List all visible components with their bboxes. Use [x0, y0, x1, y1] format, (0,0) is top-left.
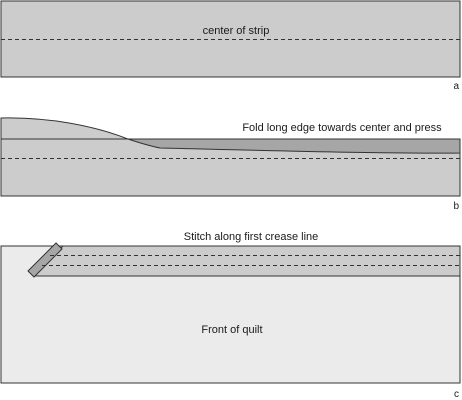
- panel-letter-a: a: [453, 81, 459, 92]
- fabric-strip: [0, 0, 461, 78]
- fold-instruction-label: Fold long edge towards center and press: [242, 122, 442, 134]
- binding-strip: [32, 245, 461, 277]
- panel-letter-c: c: [454, 389, 459, 400]
- panel-a: center of strip a: [0, 0, 461, 92]
- front-of-quilt-label: Front of quilt: [201, 324, 262, 336]
- panel-c: Stitch along first crease line Front of …: [0, 231, 461, 400]
- stitch-instruction-label: Stitch along first crease line: [184, 231, 319, 243]
- panel-b: Fold long edge towards center and press …: [0, 117, 461, 212]
- folded-flap: [127, 138, 461, 154]
- mitered-end: [27, 242, 63, 278]
- unfolded-flap: [0, 117, 129, 140]
- panel-letter-b: b: [453, 201, 459, 212]
- center-of-strip-label: center of strip: [203, 25, 270, 37]
